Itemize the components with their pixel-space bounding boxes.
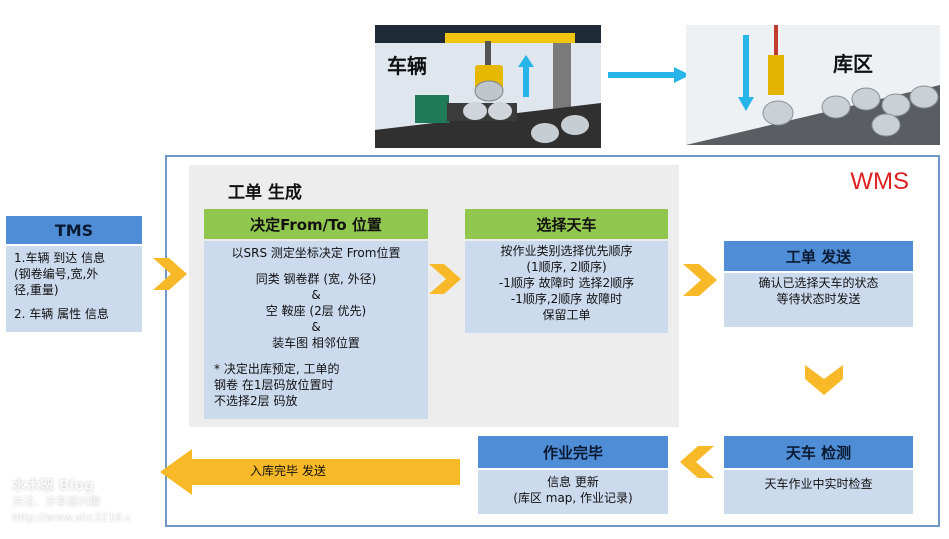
chevron-right-icon: [429, 264, 461, 294]
select-line: (1顺序, 2顺序): [526, 260, 607, 274]
right-flow-arrow: [608, 67, 690, 87]
send-line: 等待状态时发送: [776, 292, 861, 306]
decide-line: &: [311, 288, 321, 302]
done-line: (库区 map, 作业记录): [513, 491, 633, 505]
up-arrow: [518, 55, 534, 101]
tms-to-decide-arrow: [153, 258, 187, 294]
select-body: 按作业类别选择优先顺序 (1顺序, 2顺序) -1顺序 故障时 选择2顺序 -1…: [465, 241, 668, 333]
wms-label: WMS: [850, 168, 909, 195]
decide-line: 同类 钢卷群 (宽, 外径): [255, 272, 377, 286]
right-arrow-icon: [608, 67, 690, 83]
down-arrow-icon: [738, 35, 754, 111]
send-title: 工单 发送: [724, 241, 913, 271]
detect-title: 天车 检测: [724, 436, 913, 468]
detect-to-done-arrow: [680, 446, 714, 482]
tms-body: 1.车辆 到达 信息 (钢卷编号,宽,外 径,重量) 2. 车辆 属性 信息: [6, 246, 142, 332]
tms-line: 2. 车辆 属性 信息: [14, 307, 109, 321]
down-arrow: [738, 35, 754, 115]
work-done-box: 作业完毕 信息 更新 (库区 map, 作业记录): [478, 436, 668, 514]
select-crane-box: 选择天车 按作业类别选择优先顺序 (1顺序, 2顺序) -1顺序 故障时 选择2…: [465, 209, 668, 333]
decide-position-box: 决定From/To 位置 以SRS 测定坐标决定 From位置 同类 钢卷群 (…: [204, 209, 428, 419]
up-arrow-icon: [518, 55, 534, 97]
done-title: 作业完毕: [478, 436, 668, 468]
chevron-down-icon: [805, 365, 843, 395]
decide-line: 空 鞍座 (2层 优先): [265, 304, 367, 318]
chevron-left-icon: [680, 446, 714, 478]
select-line: -1顺序,2顺序 故障时: [510, 292, 623, 306]
chevron-right-icon: [683, 264, 717, 296]
tms-line: (钢卷编号,宽,外: [14, 267, 99, 281]
storage-area-photo: [686, 25, 940, 145]
storage-complete-label: 入库完毕 发送: [250, 464, 326, 478]
decide-to-select-arrow: [429, 264, 461, 298]
decide-line: [204, 351, 428, 361]
crane-detect-box: 天车 检测 天车作业中实时检查: [724, 436, 913, 514]
decide-line: 不选择2层 码放: [214, 394, 298, 408]
detect-line: 天车作业中实时检查: [764, 477, 873, 491]
tms-box: TMS 1.车辆 到达 信息 (钢卷编号,宽,外 径,重量) 2. 车辆 属性 …: [6, 216, 142, 332]
vehicle-label: 车辆: [387, 54, 427, 78]
vehicle-loading-photo: [375, 25, 601, 148]
wms-frame: [165, 155, 940, 527]
decide-line: &: [311, 320, 321, 334]
decide-line: 装车图 相邻位置: [272, 336, 360, 350]
tms-line: 径,重量): [14, 283, 59, 297]
vehicle-scene-illustration: [375, 25, 601, 148]
decide-line: 钢卷 在1层码放位置时: [214, 378, 334, 392]
storage-complete-arrow-head: [160, 449, 192, 495]
done-line: 信息 更新: [547, 475, 599, 489]
decide-line: * 决定出库预定, 工单的: [214, 362, 340, 376]
decide-line: 以SRS 测定坐标决定 From位置: [231, 246, 401, 260]
send-order-box: 工单 发送 确认已选择天车的状态 等待状态时发送: [724, 241, 913, 327]
chevron-right-icon: [153, 258, 187, 290]
tms-line: [14, 298, 134, 306]
storage-scene-illustration: [686, 25, 940, 145]
tms-line: 1.车辆 到达 信息: [14, 251, 106, 265]
send-line: 确认已选择天车的状态: [758, 276, 879, 290]
tms-title: TMS: [6, 216, 142, 244]
decide-line: [204, 261, 428, 271]
decide-body: 以SRS 测定坐标决定 From位置 同类 钢卷群 (宽, 外径) & 空 鞍座…: [204, 241, 428, 419]
watermark: 水木恕 Blog 关注、分享感兴趣 http://www.shc3210.c: [12, 478, 131, 526]
decide-title: 决定From/To 位置: [204, 209, 428, 239]
watermark-line: 水木恕 Blog: [12, 478, 94, 494]
select-line: -1顺序 故障时 选择2顺序: [498, 276, 635, 290]
watermark-line: 关注、分享感兴趣: [12, 495, 100, 508]
watermark-line: http://www.shc3210.c: [12, 511, 132, 524]
storage-complete-arrow: [190, 459, 460, 485]
send-to-detect-arrow: [805, 365, 843, 399]
panel-title: 工单 生成: [228, 183, 302, 203]
select-line: 按作业类别选择优先顺序: [500, 244, 633, 258]
send-body: 确认已选择天车的状态 等待状态时发送: [724, 273, 913, 327]
select-to-send-arrow: [683, 264, 717, 300]
storage-label: 库区: [833, 52, 873, 76]
detect-body: 天车作业中实时检查: [724, 470, 913, 514]
done-body: 信息 更新 (库区 map, 作业记录): [478, 470, 668, 514]
select-line: 保留工单: [542, 308, 591, 322]
select-title: 选择天车: [465, 209, 668, 239]
